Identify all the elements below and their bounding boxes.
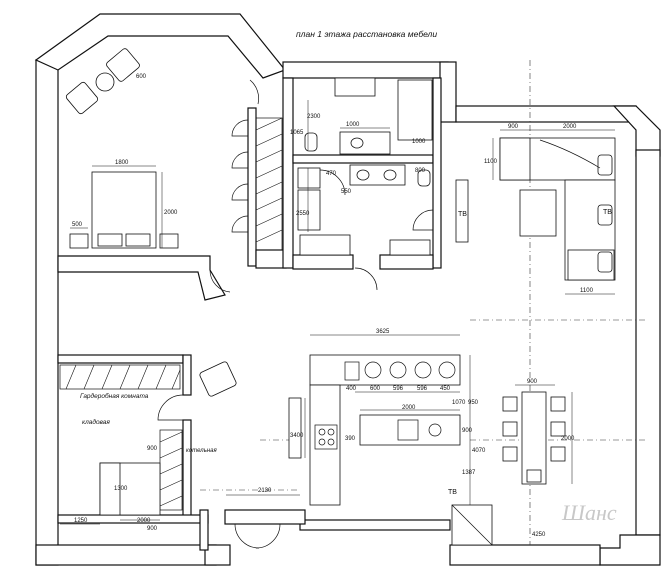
bedroom (65, 48, 283, 293)
outer-walls (34, 13, 661, 566)
bathroom (297, 77, 434, 291)
dim-k-400: 400 (346, 386, 357, 392)
tv-marker: ТВ (458, 211, 467, 218)
kitchen-counter-left (309, 384, 341, 506)
dim-k-3400: 3400 (290, 433, 304, 439)
bathtub (334, 77, 376, 97)
dim-sofa-1100a: 1100 (484, 159, 498, 165)
coffee-table (519, 189, 557, 237)
room-label-closet: Гардеробная комната (80, 392, 149, 400)
vanity (339, 131, 391, 155)
dim-bath-1000a: 1000 (346, 122, 360, 128)
dim-k-596a: 596 (393, 386, 404, 392)
shower-stall (397, 79, 433, 141)
dim-k-1387: 1387 (462, 470, 476, 476)
armchair (199, 361, 237, 397)
dim-bath-800: 800 (415, 168, 426, 174)
boiler (299, 234, 351, 256)
tv-marker: ТВ (448, 489, 457, 496)
plan-title: план 1 этажа расстановка мебели (296, 29, 437, 39)
dim-bath-2300: 2300 (307, 114, 321, 120)
washing-machine (297, 167, 321, 189)
tv-stand (455, 179, 469, 243)
watermark-logo: Шанс (561, 500, 617, 525)
dim-room-2130: 2130 (258, 488, 272, 494)
kitchen-counter-top (309, 354, 461, 386)
dim-room-900a: 900 (147, 446, 158, 452)
toilet (417, 169, 431, 187)
nightstand (159, 233, 179, 249)
shelf (288, 397, 302, 459)
dim-bedside: 500 (72, 222, 83, 228)
dim-k-2000: 2000 (402, 405, 416, 411)
dim-sofa-900: 900 (508, 124, 519, 130)
dim-room-1250: 1250 (74, 518, 88, 524)
tv-marker: ТВ (603, 209, 612, 216)
dim-bath-2550: 2550 (296, 211, 310, 217)
nightstand (69, 233, 89, 249)
armchair (106, 48, 140, 82)
dim-k-1070: 1070 (452, 400, 466, 406)
dim-bed-width: 1800 (115, 160, 129, 166)
dim-k-390: 390 (345, 436, 356, 442)
dim-chair: 600 (136, 74, 147, 80)
dim-bath-1065: 1065 (290, 130, 304, 136)
dim-k-950: 950 (468, 400, 479, 406)
dim-corner-4250: 4250 (532, 532, 546, 538)
dim-bath-1000b: 1000 (412, 139, 426, 145)
toilet (304, 132, 318, 152)
dim-room-2000: 2000 (137, 518, 151, 524)
room-label-boiler: котельная (186, 448, 217, 454)
dim-k-596b: 596 (417, 386, 428, 392)
dim-dining-2000: 2000 (561, 436, 575, 442)
dim-bed-length: 2000 (164, 210, 178, 216)
dim-k-4070: 4070 (472, 448, 486, 454)
dim-k-450: 450 (440, 386, 451, 392)
round-table (95, 72, 115, 92)
dimension-labels: 1800 2000 500 600 2300 1000 1000 1065 25… (72, 74, 594, 538)
dim-bath-550: 550 (341, 189, 352, 195)
kitchen-island (359, 414, 461, 446)
closet-room (59, 361, 300, 549)
dim-room-1300: 1300 (114, 486, 128, 492)
dim-k-600: 600 (370, 386, 381, 392)
dim-k-900: 900 (462, 428, 473, 434)
living-room (455, 129, 616, 295)
dining (502, 384, 573, 485)
room-label-pantry: кладовая (82, 418, 110, 426)
armchair (65, 81, 99, 115)
dim-bath-470: 470 (326, 171, 337, 177)
dim-room-900b: 900 (147, 526, 158, 532)
dim-kitchen-width: 3625 (376, 329, 390, 335)
dining-table (521, 391, 547, 485)
dim-sofa-1100b: 1100 (580, 288, 594, 294)
dim-dining-900: 900 (527, 379, 538, 385)
kitchen (288, 334, 493, 546)
dim-sofa-2000: 2000 (563, 124, 577, 130)
